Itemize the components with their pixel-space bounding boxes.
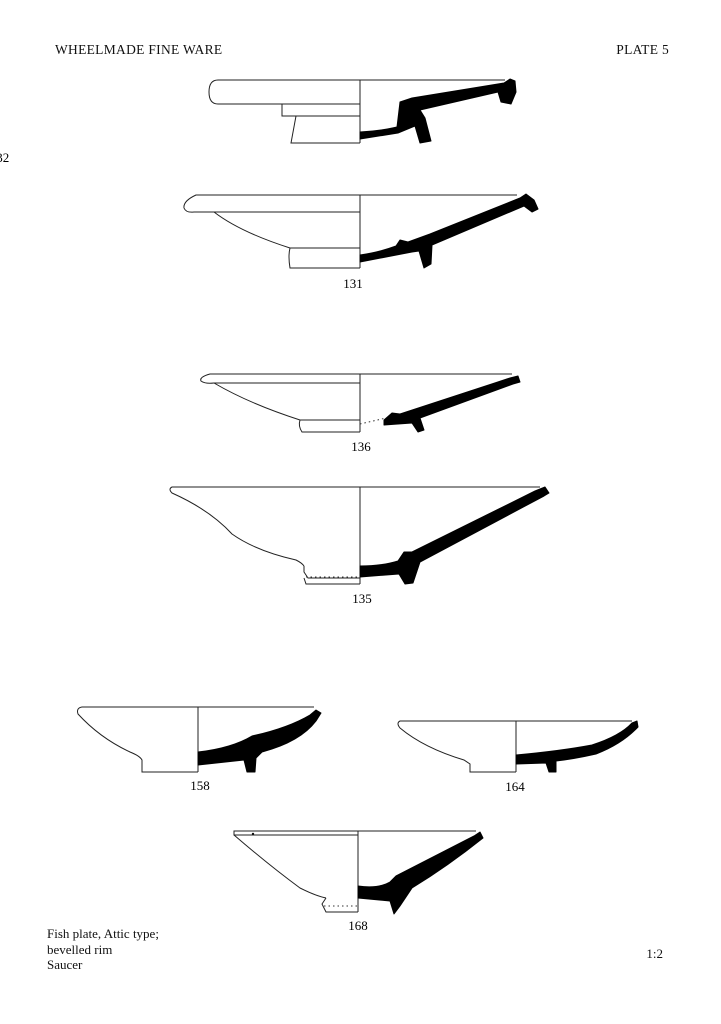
figure-number-131: 131	[343, 276, 363, 291]
profile-drawing-158	[77, 706, 322, 773]
caption-line-1: Fish plate, Attic type;	[47, 926, 159, 941]
figure-number-164: 164	[505, 779, 525, 794]
plate-number: PLATE 5	[616, 42, 669, 57]
figure-number-132: 132	[0, 150, 9, 165]
profile-drawing-135	[169, 486, 550, 585]
profile-drawing-132	[208, 78, 517, 144]
caption-line-3: Saucer	[47, 957, 83, 972]
profile-drawing-168	[233, 830, 484, 915]
scale-label: 1:2	[646, 946, 663, 961]
profile-drawing-136	[200, 373, 521, 433]
caption-line-2: bevelled rim	[47, 941, 113, 957]
figure-number-135: 135	[352, 591, 372, 606]
figure-number-158: 158	[190, 778, 210, 793]
profile-drawing-131	[183, 193, 539, 269]
profile-drawing-164	[397, 720, 639, 773]
plate-caption: Fish plate, Attic type; bevelled rim Sau…	[47, 926, 159, 973]
plate-heading: WHEELMADE FINE WARE	[55, 42, 223, 57]
figure-number-168: 168	[348, 918, 368, 933]
figure-number-136: 136	[351, 439, 371, 454]
